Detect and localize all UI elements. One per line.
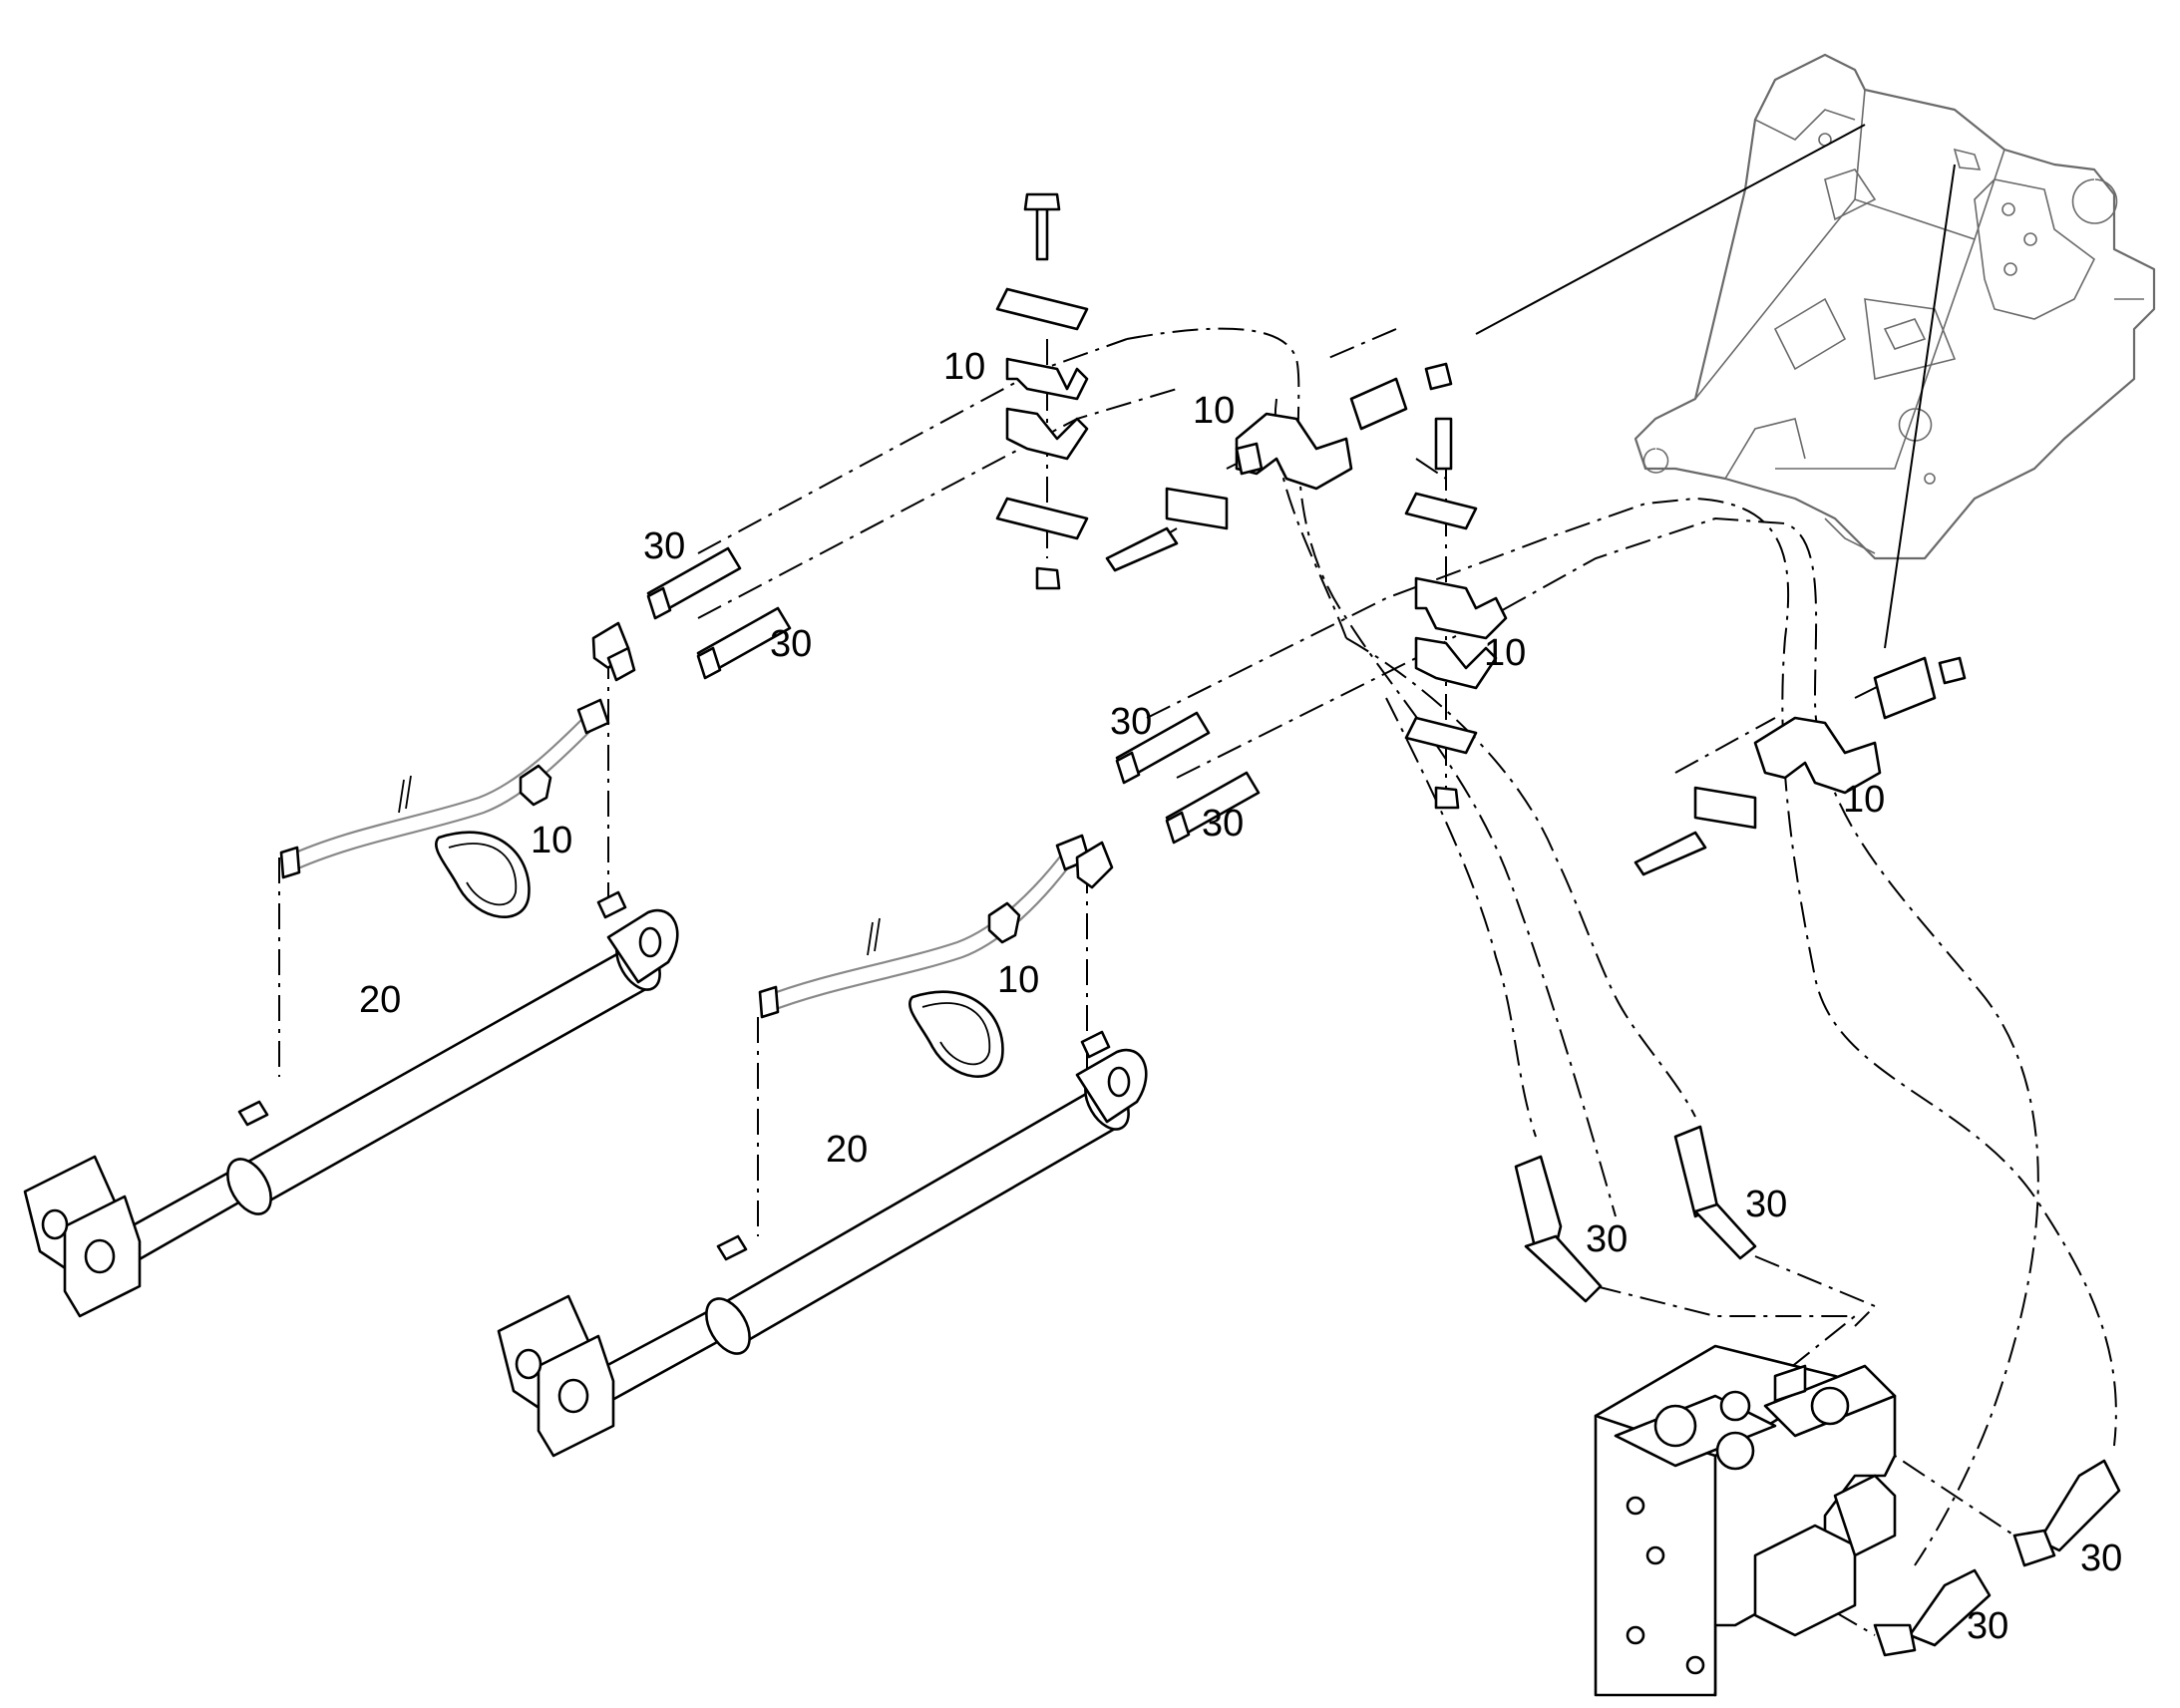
callout-10: 10 bbox=[531, 820, 572, 861]
callout-30: 30 bbox=[1967, 1605, 2008, 1647]
clamp-assembly-3 bbox=[1404, 417, 1508, 810]
callout-10: 10 bbox=[1484, 632, 1526, 674]
callout-30: 30 bbox=[1586, 1218, 1628, 1260]
small-hose-2 bbox=[758, 834, 1091, 1019]
callout-30: 30 bbox=[1202, 803, 1244, 845]
callout-30: 30 bbox=[2080, 1537, 2122, 1579]
callout-20: 20 bbox=[359, 979, 401, 1021]
fitting-group-middle bbox=[1075, 711, 1261, 889]
hydraulic-cylinder-1 bbox=[23, 890, 679, 1318]
callout-10: 10 bbox=[997, 959, 1039, 1001]
small-hose-1 bbox=[279, 698, 610, 879]
callout-labels: 10 10 10 10 10 10 30 30 30 30 30 30 30 3… bbox=[359, 346, 2122, 1647]
clamp-assembly-4 bbox=[1634, 656, 1967, 876]
loader-frame bbox=[1634, 53, 2156, 560]
callout-30: 30 bbox=[770, 623, 812, 665]
callout-30: 30 bbox=[1745, 1184, 1787, 1225]
control-valve-block bbox=[1594, 1344, 1897, 1697]
clamp-assembly-1 bbox=[995, 192, 1089, 590]
hydraulic-cylinder-2 bbox=[497, 1030, 1148, 1458]
callout-30: 30 bbox=[1110, 701, 1152, 743]
callout-10: 10 bbox=[1193, 390, 1235, 432]
fitting-group-lower bbox=[1514, 1125, 2121, 1657]
clamp-assembly-2 bbox=[1105, 362, 1453, 572]
hose-band-1 bbox=[435, 764, 552, 918]
callout-30: 30 bbox=[643, 525, 685, 567]
fitting-group-left bbox=[591, 546, 792, 682]
callout-20: 20 bbox=[826, 1129, 868, 1171]
callout-10: 10 bbox=[943, 346, 985, 388]
hose-band-2 bbox=[908, 901, 1021, 1078]
callout-10: 10 bbox=[1843, 779, 1885, 821]
